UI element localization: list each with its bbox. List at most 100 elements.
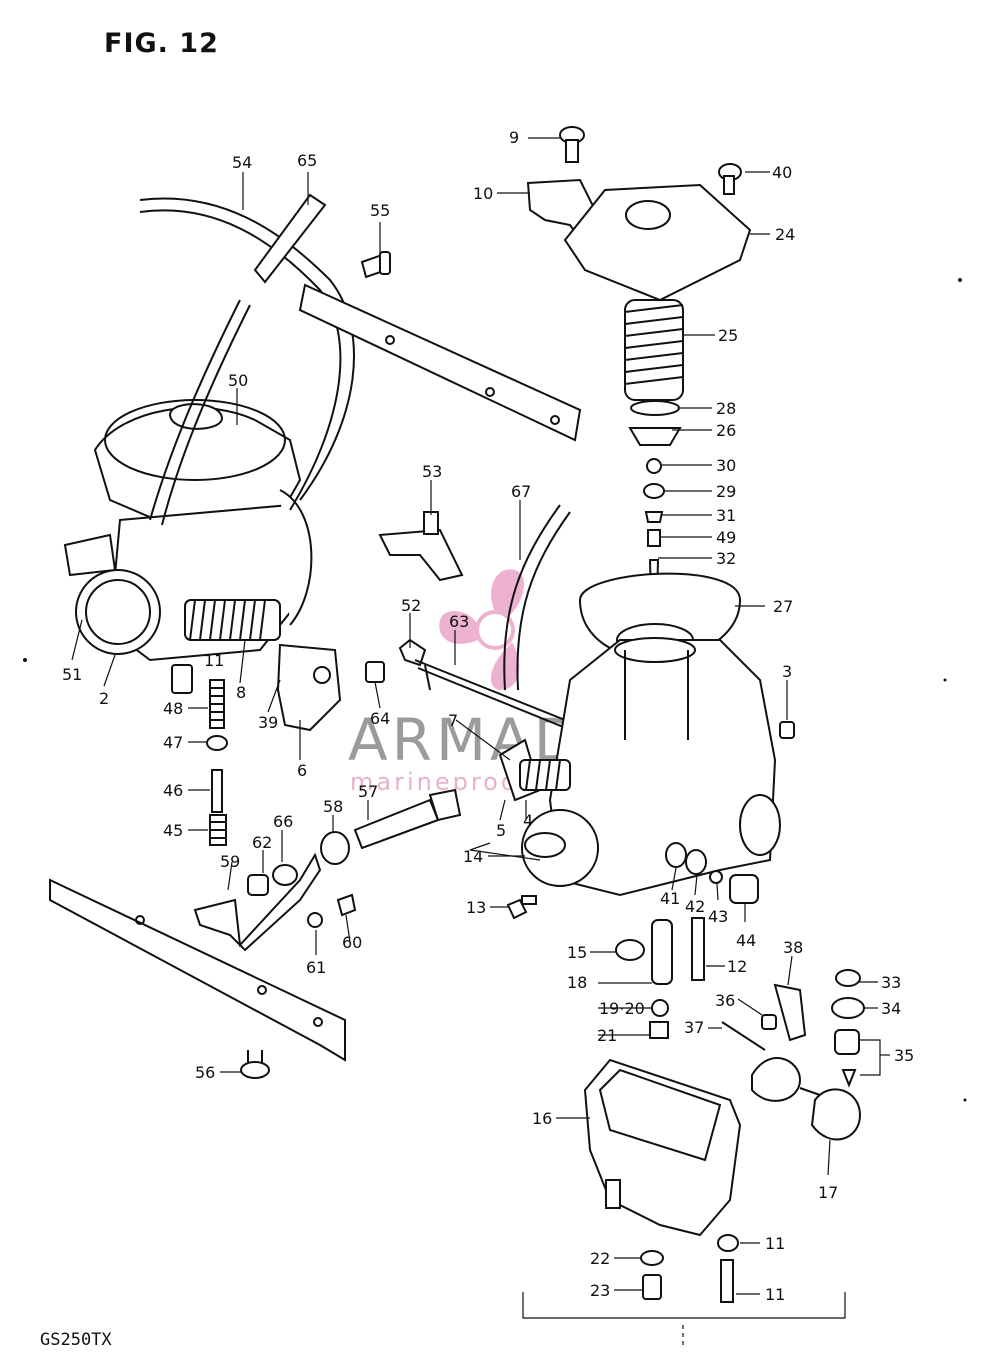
callout-52: 51 (62, 665, 82, 684)
jets-16-19-20-21-22 (615, 919, 673, 1039)
callout-66: 65 (297, 151, 317, 170)
scan-dots (23, 278, 967, 1102)
callout-57: 56 (195, 1063, 215, 1082)
callout-56: 55 (370, 201, 390, 220)
callout-28: 27 (773, 597, 793, 616)
callout-36: 35 (894, 1046, 914, 1065)
callout-64: 63 (449, 612, 469, 631)
callout-27: 26 (716, 421, 736, 440)
callout-41: 40 (772, 163, 792, 182)
top-cap-25 (563, 183, 752, 302)
center-small-parts (320, 661, 462, 865)
callout-7: 7 (448, 711, 458, 730)
callout-10: 10 (473, 184, 493, 203)
model-code: GS250TX (40, 1330, 112, 1350)
screw-9 (559, 126, 585, 163)
hoses (139, 193, 355, 526)
callout-44: 43 (708, 907, 728, 926)
callout-55: 54 (232, 153, 252, 172)
hose-68 (503, 504, 571, 691)
needle-valve-36-38 (721, 969, 865, 1088)
callout-23: 22 (590, 1249, 610, 1268)
callout-13: 12 (727, 957, 747, 976)
callout-46: 45 (163, 821, 183, 840)
callout-2: 2 (99, 689, 109, 708)
assembly-bracket (522, 1292, 846, 1345)
callout-59: 58 (323, 797, 343, 816)
bracket-6 (276, 643, 342, 732)
screw-41 (718, 163, 742, 195)
callout-labels: 54 65 55 9 10 40 24 2 5 28 26 30 29 31 49… (62, 128, 914, 1304)
leader-lines (71, 137, 890, 1295)
watermark-logo (439, 569, 525, 690)
float-18 (751, 1057, 862, 1141)
callout-22: 21 (597, 1026, 617, 1045)
callout-45: 44 (736, 931, 756, 950)
callout-61: 60 (342, 933, 362, 952)
bracket-57 (49, 878, 346, 1079)
callout-3: 3 (782, 662, 792, 681)
connecting-plate (298, 283, 582, 442)
callout-67: 66 (273, 812, 293, 831)
callout-32: 31 (716, 506, 736, 525)
callout-11: 11 (765, 1285, 785, 1304)
float-chamber-17 (583, 1058, 742, 1237)
callout-58: 57 (358, 782, 378, 801)
callout-54: 53 (422, 462, 442, 481)
callout-51: 50 (228, 371, 248, 390)
left-small-parts (206, 679, 228, 846)
callout-14: 13 (466, 898, 486, 917)
callout-42: 41 (660, 889, 680, 908)
small-parts-42-43-44-45 (665, 842, 759, 904)
spring-26 (624, 299, 684, 401)
right-carburetor-body (498, 637, 781, 897)
callout-21: 19·20 (599, 999, 645, 1018)
callout-60: 59 (220, 852, 240, 871)
screw-56 (360, 251, 391, 279)
callout-5: 5 (496, 821, 506, 840)
callout-9: 9 (509, 128, 519, 147)
figure-title: FIG. 12 (104, 28, 219, 59)
callout-53: 52 (401, 596, 421, 615)
fitting-54 (378, 511, 464, 582)
callout-40: 39 (258, 713, 278, 732)
callout-18: 17 (818, 1183, 838, 1202)
callout-17: 16 (532, 1109, 552, 1128)
throttle-spring-8 (184, 599, 281, 641)
callout-47: 46 (163, 781, 183, 800)
screw-3 (779, 721, 795, 739)
callout-49: 48 (163, 699, 183, 718)
callout-35: 34 (881, 999, 901, 1018)
callout-38: 37 (684, 1018, 704, 1037)
callout-12: 11 (765, 1234, 785, 1253)
screw-14 (506, 895, 537, 920)
bottom-parts-12-23-24-11 (640, 1234, 739, 1303)
callout-19-20: 18 (567, 973, 587, 992)
callout-63: 62 (252, 833, 272, 852)
callout-6: 6 (297, 761, 307, 780)
seat-29-27 (628, 400, 682, 446)
callout-68: 67 (511, 482, 531, 501)
callout-16: 15 (567, 943, 587, 962)
callout-43: 42 (685, 897, 705, 916)
lever-assembly (193, 852, 357, 952)
callout-65: 64 (370, 709, 390, 728)
callout-24: 23 (590, 1281, 610, 1300)
callout-48: 47 (163, 733, 183, 752)
jet-13 (691, 917, 705, 981)
callout-34: 33 (881, 973, 901, 992)
callout-37: 36 (715, 991, 735, 1010)
clip-31-30-32 (643, 458, 665, 547)
callout-33: 32 (716, 549, 736, 568)
callout-11b: 11 (204, 651, 224, 670)
callout-4: 4 (523, 811, 533, 830)
callout-30: 29 (716, 482, 736, 501)
callout-29: 28 (716, 399, 736, 418)
callout-31: 30 (716, 456, 736, 475)
callout-15: 14 (463, 847, 483, 866)
callout-25: 24 (775, 225, 795, 244)
callout-62: 61 (306, 958, 326, 977)
callout-39: 38 (783, 938, 803, 957)
callout-50: 49 (716, 528, 736, 547)
